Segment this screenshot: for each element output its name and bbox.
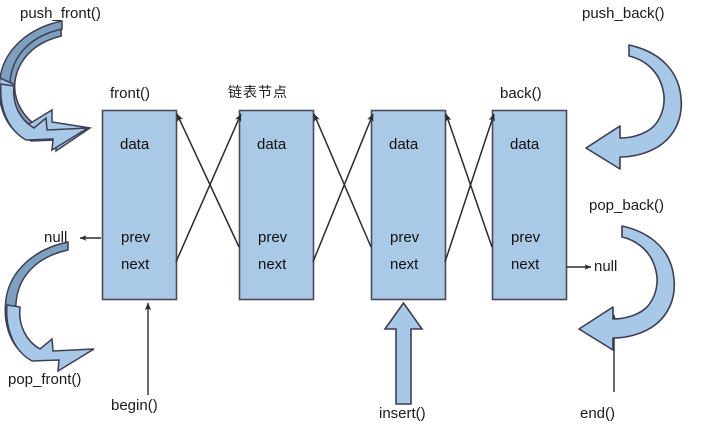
insert-label: insert()	[379, 405, 426, 422]
node-box-1[interactable]	[101, 109, 178, 301]
node-3-prev-label: prev	[390, 229, 420, 246]
pop-front-label: pop_front()	[8, 371, 82, 388]
begin-label: begin()	[111, 397, 158, 414]
node-4-prev-label: prev	[511, 229, 541, 246]
node-1-data-label: data	[120, 136, 150, 153]
next-link-3-4	[444, 113, 495, 263]
prev-link-2-1	[176, 113, 240, 248]
back-label: back()	[500, 85, 542, 102]
next-link-1-2	[175, 113, 242, 263]
node-box-4[interactable]	[491, 109, 568, 301]
prev-link-3-2	[313, 113, 372, 248]
iterator-arrows	[144, 302, 618, 395]
next-link-2-3	[312, 113, 374, 263]
node-3-next-label: next	[390, 256, 419, 273]
pop-front-curved-arrow[interactable]	[4, 241, 95, 373]
push-back-label: push_back()	[582, 5, 665, 22]
null-pointer-arrows	[79, 235, 592, 270]
push-back-curved-arrow[interactable]	[585, 44, 683, 170]
node-box-3[interactable]	[370, 109, 447, 301]
node-1-prev-label: prev	[121, 229, 151, 246]
prev-link-4-3	[445, 113, 493, 248]
pop-back-curved-arrow[interactable]	[578, 225, 676, 351]
null-right-label: null	[594, 258, 618, 275]
push-front-label: push_front()	[20, 5, 101, 22]
end-label: end()	[580, 405, 616, 422]
node-1-next-label: next	[121, 256, 150, 273]
pop-back-label: pop_back()	[589, 197, 665, 214]
insert-block-arrow[interactable]	[383, 301, 424, 405]
node-2-next-label: next	[258, 256, 287, 273]
node-box-2[interactable]	[238, 109, 315, 301]
node-caption-label: 链表节点	[228, 85, 288, 101]
pointer-links	[175, 113, 495, 263]
node-boxes	[101, 109, 568, 301]
null-left-label: null	[44, 229, 68, 246]
push-front-curved-arrow[interactable]	[0, 20, 92, 153]
node-2-data-label: data	[257, 136, 287, 153]
node-4-data-label: data	[510, 136, 540, 153]
node-2-prev-label: prev	[258, 229, 288, 246]
node-4-next-label: next	[511, 256, 540, 273]
front-label: front()	[110, 85, 151, 102]
node-3-data-label: data	[389, 136, 419, 153]
